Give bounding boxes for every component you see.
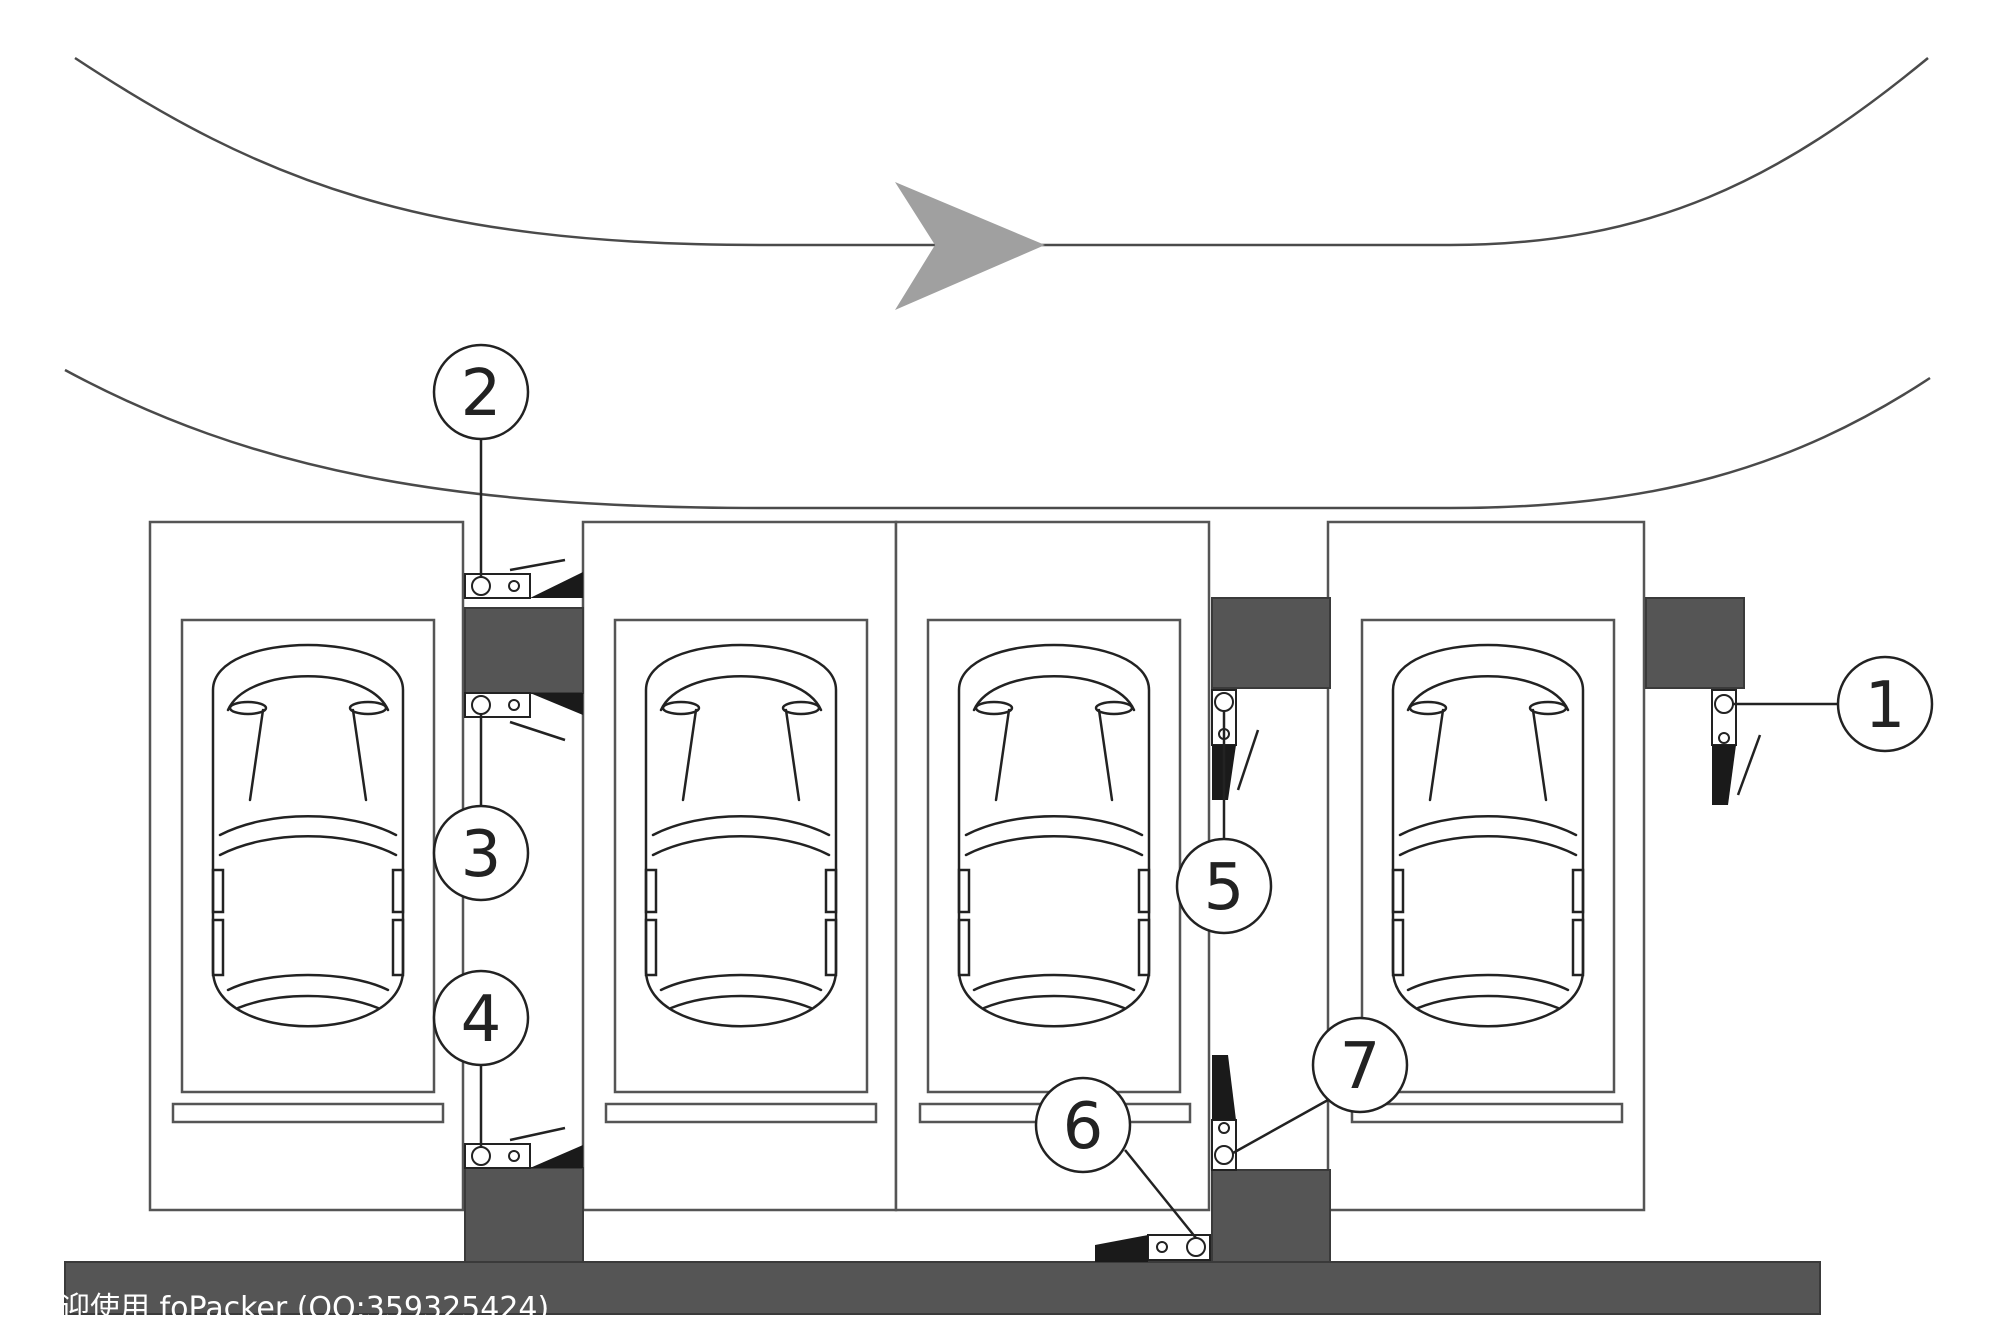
car-1 xyxy=(211,643,405,1028)
barrier-a xyxy=(464,607,584,694)
callout-7-label: 7 xyxy=(1340,1030,1381,1104)
leader-7 xyxy=(1232,1098,1329,1155)
road-upper-edge xyxy=(74,56,1929,247)
sensor-7 xyxy=(1211,1055,1237,1171)
sensor-3 xyxy=(464,692,583,742)
road-lanes xyxy=(64,56,1931,510)
callout-2: 2 xyxy=(432,343,530,441)
car-4 xyxy=(1391,643,1585,1028)
callout-4: 4 xyxy=(432,969,530,1067)
car-2 xyxy=(644,643,838,1028)
barrier-b xyxy=(1211,597,1331,689)
wheel-stop-2 xyxy=(604,1102,878,1124)
barriers xyxy=(64,597,1821,1315)
sensor-1 xyxy=(1711,689,1762,805)
callout-6-label: 6 xyxy=(1063,1090,1104,1164)
wheel-stop-4 xyxy=(1350,1102,1624,1124)
car-frame-4 xyxy=(1360,618,1616,1094)
callout-2-label: 2 xyxy=(461,357,502,431)
leader-lines xyxy=(479,437,1838,1239)
callout-3-label: 3 xyxy=(461,818,502,892)
barrier-e xyxy=(1211,1169,1331,1264)
callout-1-label: 1 xyxy=(1865,669,1906,743)
traffic-direction-arrow xyxy=(895,182,1045,310)
car-frame-2 xyxy=(613,618,869,1094)
sensor-2 xyxy=(464,558,583,599)
callout-5: 5 xyxy=(1175,837,1273,935)
callout-1: 1 xyxy=(1836,655,1934,753)
barrier-d xyxy=(464,1167,584,1264)
road-lower-edge xyxy=(64,368,1931,510)
ground-base xyxy=(64,1261,1821,1315)
callout-5-label: 5 xyxy=(1204,851,1245,925)
sensor-5 xyxy=(1211,689,1260,800)
callout-3: 3 xyxy=(432,804,530,902)
watermark-text: 迎使用 foPacker (QQ:359325424) xyxy=(60,1291,549,1326)
barrier-c xyxy=(1645,597,1745,689)
leader-6 xyxy=(1124,1149,1197,1239)
sensor-6 xyxy=(1095,1234,1211,1262)
car-3 xyxy=(957,643,1151,1028)
wheel-stop-1 xyxy=(171,1102,445,1124)
callout-7: 7 xyxy=(1311,1016,1409,1114)
callout-6: 6 xyxy=(1034,1076,1132,1174)
callouts: 1 2 3 4 5 6 7 xyxy=(432,343,1934,1174)
callout-4-label: 4 xyxy=(461,983,502,1057)
sensor-4 xyxy=(464,1126,583,1169)
